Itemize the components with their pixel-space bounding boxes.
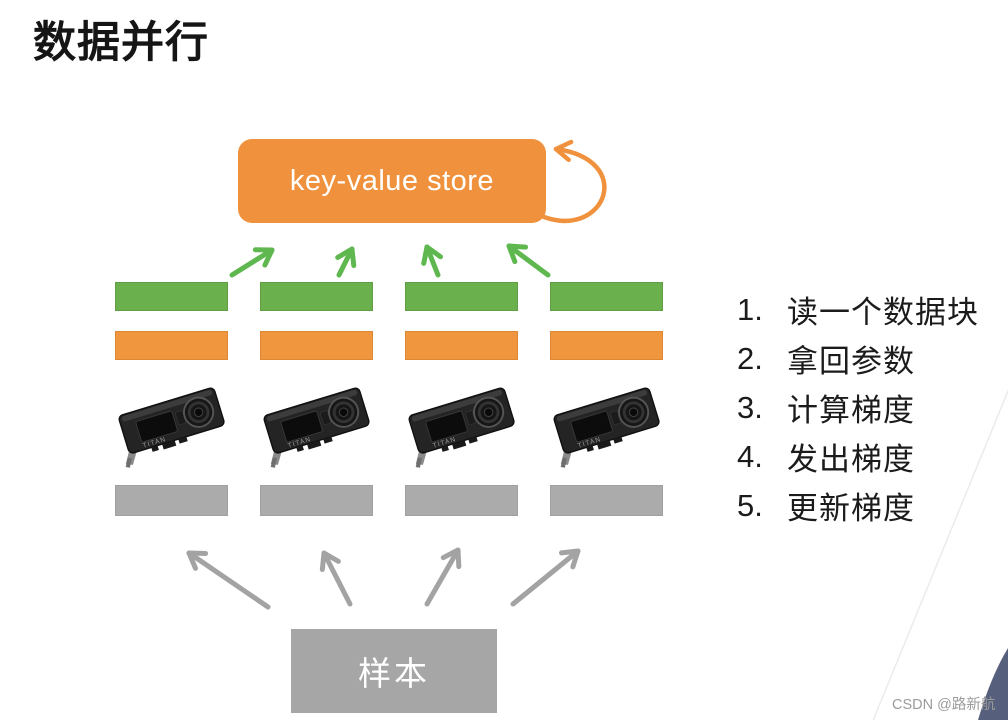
page-title: 数据并行	[33, 19, 209, 67]
green-bar	[260, 282, 373, 311]
step-text: 更新梯度	[787, 491, 915, 526]
step-item: 3. 计算梯度	[737, 383, 979, 432]
gray-bar	[550, 485, 663, 516]
green-arrow-4	[506, 243, 551, 278]
orange-bar	[115, 331, 228, 360]
gpu-card-image	[254, 385, 376, 471]
green-arrow-1	[229, 247, 275, 278]
green-bar	[550, 282, 663, 311]
step-text: 计算梯度	[787, 393, 915, 428]
samples-box: 样本	[291, 629, 497, 713]
green-arrow-3	[421, 244, 443, 278]
step-item: 4. 发出梯度	[737, 432, 979, 481]
step-item: 1. 读一个数据块	[737, 285, 979, 334]
gray-arrow-4	[510, 548, 581, 607]
step-number: 2.	[737, 340, 763, 376]
samples-label: 样本	[358, 655, 430, 692]
step-item: 2. 拿回参数	[737, 334, 979, 383]
orange-bar	[405, 331, 518, 360]
key-value-store-box: key-value store	[238, 139, 546, 223]
steps-list: 1. 读一个数据块 2. 拿回参数 3. 计算梯度 4. 发出梯度 5. 更新梯…	[737, 285, 979, 530]
step-number: 4.	[737, 438, 763, 474]
key-value-store-label: key-value store	[289, 164, 495, 197]
gray-bar	[405, 485, 518, 516]
step-text: 读一个数据块	[787, 295, 979, 330]
gray-bar	[260, 485, 373, 516]
kv-self-loop-arrow	[541, 139, 607, 224]
gray-arrow-2	[319, 550, 353, 607]
gpu-card-image	[399, 385, 521, 471]
step-number: 3.	[737, 389, 763, 425]
step-text: 发出梯度	[787, 442, 915, 477]
gray-arrow-1	[186, 550, 271, 610]
gray-bar	[115, 485, 228, 516]
watermark: CSDN @路新航	[892, 697, 996, 713]
gpu-card-image	[109, 385, 231, 471]
step-text: 拿回参数	[787, 344, 915, 379]
green-bar	[405, 282, 518, 311]
orange-bar	[550, 331, 663, 360]
green-arrow-2	[335, 246, 357, 278]
step-item: 5. 更新梯度	[737, 481, 979, 530]
orange-bar	[260, 331, 373, 360]
gray-arrow-3	[424, 547, 462, 607]
step-number: 5.	[737, 487, 763, 523]
gpu-card-image	[544, 385, 666, 471]
step-number: 1.	[737, 291, 763, 327]
green-bar	[115, 282, 228, 311]
